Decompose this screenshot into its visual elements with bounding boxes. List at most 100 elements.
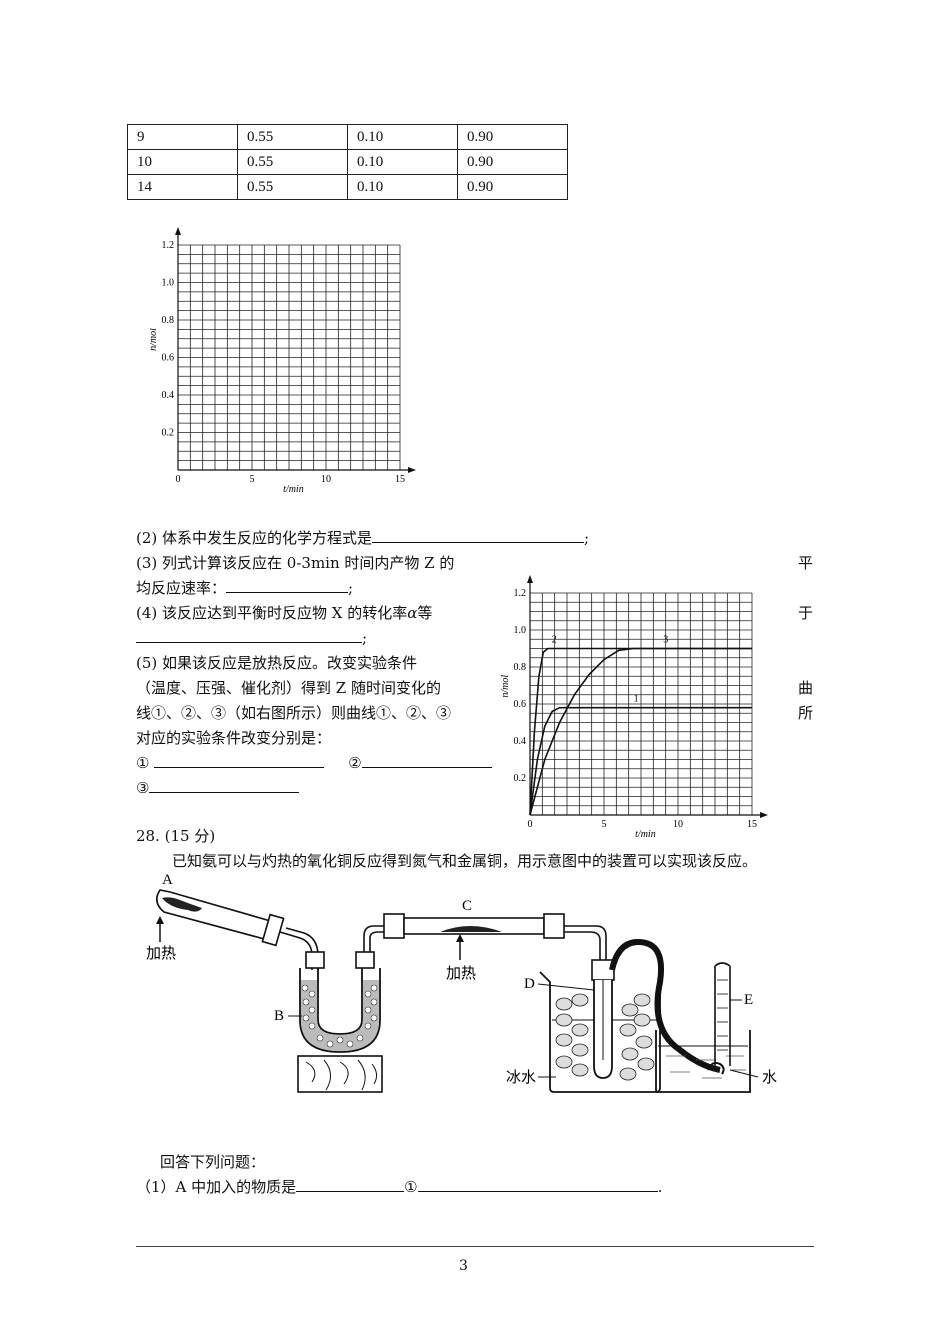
q3-end: ; bbox=[348, 579, 354, 597]
heat-arrow-a bbox=[156, 916, 164, 942]
x-tick-label: 0 bbox=[528, 819, 533, 830]
question-4-right-fragment: 于 bbox=[798, 604, 814, 622]
tube-e bbox=[714, 962, 731, 1066]
answer-intro: 回答下列问题： bbox=[160, 1153, 266, 1171]
question-3-line1: (3) 列式计算该反应在 0-3min 时间内产物 Z 的 bbox=[136, 554, 455, 572]
table-cell: 0.10 bbox=[347, 124, 458, 150]
table-cell: 0.55 bbox=[237, 174, 348, 200]
q2-text: (2) 体系中发生反应的化学方程式是 bbox=[136, 529, 373, 547]
q3-text: 均反应速率： bbox=[136, 579, 227, 597]
q2-answer-blank bbox=[372, 528, 585, 543]
question-5-right-fragment-1: 曲 bbox=[798, 679, 814, 697]
table-cell: 0.10 bbox=[347, 174, 458, 200]
y-tick-label: 0.6 bbox=[514, 699, 527, 710]
question-4-line2: ; bbox=[136, 628, 367, 648]
y-tick-label: 1.2 bbox=[162, 240, 175, 251]
beaker-d bbox=[539, 959, 661, 1093]
curve-3 bbox=[529, 647, 752, 816]
x-axis-arrow bbox=[760, 812, 768, 818]
table-cell: 0.90 bbox=[457, 124, 568, 150]
y-tick-label: 0.2 bbox=[514, 773, 527, 784]
wood-block bbox=[297, 1055, 383, 1093]
curve-2 bbox=[529, 647, 752, 816]
y-axis-arrow bbox=[175, 227, 181, 235]
y-tick-label: 0.8 bbox=[162, 315, 175, 326]
answer-blank-1 bbox=[154, 753, 325, 768]
y-tick-label: 1.2 bbox=[514, 588, 527, 599]
y-tick-label: 0.6 bbox=[162, 353, 175, 364]
table-cell: 0.90 bbox=[457, 174, 568, 200]
answer-blank-3 bbox=[149, 778, 300, 793]
stopper-c-right bbox=[543, 913, 565, 939]
q2-end: ; bbox=[584, 529, 590, 547]
q4-end: ; bbox=[362, 629, 368, 647]
y-axis-label: n/mol bbox=[500, 675, 511, 698]
sub1-end: . bbox=[657, 1178, 663, 1196]
q3-answer-blank bbox=[226, 578, 349, 593]
y-tick-label: 0.2 bbox=[162, 428, 175, 439]
x-tick-label: 0 bbox=[176, 474, 181, 485]
x-tick-label: 5 bbox=[250, 474, 255, 485]
y-axis-arrow bbox=[527, 575, 533, 583]
answer-blank-2 bbox=[361, 753, 492, 768]
curve-label-1: 1 bbox=[634, 694, 639, 705]
sub1-blank-1 bbox=[296, 1177, 405, 1192]
question-2: (2) 体系中发生反应的化学方程式是; bbox=[136, 528, 589, 548]
table-cell: 14 bbox=[127, 174, 238, 200]
curve-label-2: 2 bbox=[552, 635, 557, 646]
y-tick-label: 1.0 bbox=[162, 278, 175, 289]
water-trough bbox=[655, 962, 751, 1093]
label-d: D bbox=[524, 976, 535, 992]
table-cell: 0.10 bbox=[347, 149, 458, 175]
question-5-line1: (5) 如果该反应是放热反应。改变实验条件 bbox=[136, 654, 418, 672]
question-28-intro: 已知氨可以与灼热的氧化铜反应得到氮气和金属铜，用示意图中的装置可以实现该反应。 bbox=[172, 852, 758, 870]
x-tick-label: 15 bbox=[395, 474, 405, 485]
label-water: 水 bbox=[762, 1069, 777, 1086]
question-5-answers-1-2: ① ② bbox=[136, 753, 492, 773]
y-tick-label: 0.4 bbox=[514, 736, 527, 747]
sub1-text: （1）A 中加入的物质是 bbox=[136, 1178, 297, 1196]
label-circle-3: ③ bbox=[136, 779, 150, 797]
table-cell: 0.90 bbox=[457, 149, 568, 175]
table-cell: 0.55 bbox=[237, 149, 348, 175]
footer-rule bbox=[136, 1246, 814, 1247]
y-tick-label: 1.0 bbox=[514, 625, 527, 636]
x-tick-label: 10 bbox=[673, 819, 683, 830]
label-circle-1: ① bbox=[136, 754, 150, 772]
u-tube-b bbox=[299, 925, 384, 1053]
stopper-d bbox=[591, 959, 615, 981]
question-5-line2: （温度、压强、催化剂）得到 Z 随时间变化的 bbox=[136, 679, 441, 697]
q4-text: (4) 该反应达到平衡时反应物 X 的转化率 bbox=[136, 604, 408, 622]
q4-tail: 等 bbox=[417, 604, 433, 622]
q4-answer-blank bbox=[136, 628, 362, 643]
curve-label-3: 3 bbox=[663, 635, 668, 646]
question-5-answers-3: ③ bbox=[136, 778, 300, 798]
sub1-circle-1: ① bbox=[404, 1178, 418, 1196]
label-e: E bbox=[744, 992, 753, 1008]
curve-1 bbox=[529, 706, 752, 816]
stopper-c-left bbox=[383, 913, 405, 939]
tube-a bbox=[156, 889, 319, 970]
label-heat-a: 加热 bbox=[146, 945, 176, 962]
x-axis-arrow bbox=[408, 467, 416, 473]
question-28-header: 28. (15 分) bbox=[136, 827, 216, 845]
page-number: 3 bbox=[459, 1258, 468, 1274]
x-tick-label: 10 bbox=[321, 474, 331, 485]
sub1-blank-2 bbox=[417, 1177, 658, 1192]
y-axis-label: n/mol bbox=[150, 328, 159, 351]
label-heat-c: 加热 bbox=[446, 965, 476, 982]
x-axis-label: t/min bbox=[283, 484, 304, 495]
question-3-right-fragment: 平 bbox=[798, 554, 814, 572]
x-tick-label: 5 bbox=[602, 819, 607, 830]
rubber-hose bbox=[609, 938, 721, 1073]
stopper-a bbox=[261, 913, 285, 947]
question-4-line1: (4) 该反应达到平衡时反应物 X 的转化率α等 bbox=[136, 603, 432, 623]
question-28-sub1: （1）A 中加入的物质是 ①. bbox=[136, 1177, 662, 1197]
label-b: B bbox=[274, 1008, 284, 1024]
